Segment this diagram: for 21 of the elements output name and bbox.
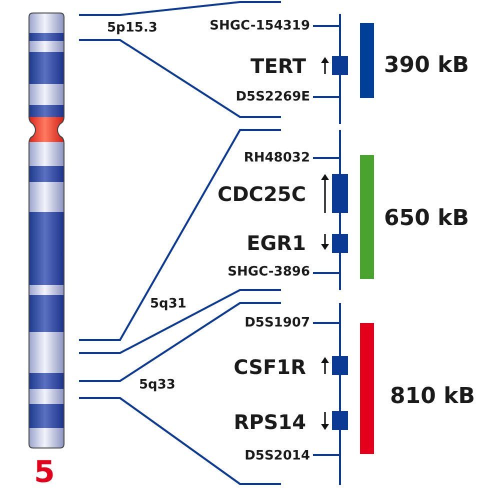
marker-label: D5S1907 [244, 316, 310, 330]
size-label: 390 kB [384, 55, 469, 77]
band-label: 5p15.3 [107, 22, 158, 34]
marker-label: D5S2269E [236, 90, 310, 104]
gene-label: CSF1R [234, 357, 306, 377]
marker-label: SHGC-154319 [210, 20, 310, 32]
marker-label: RH48032 [244, 152, 310, 164]
gene-label: CDC25C [218, 184, 306, 204]
size-bar [360, 155, 374, 279]
marker-label: D5S2014 [244, 450, 310, 462]
chromosome-number: 5 [34, 458, 55, 488]
gene-label: EGR1 [246, 233, 306, 253]
size-label: 810 kB [390, 386, 475, 408]
size-label: 650 kB [384, 208, 469, 230]
size-bar [360, 23, 374, 98]
gene-label: RPS14 [234, 412, 306, 432]
band-label: 5q31 [150, 298, 186, 310]
marker-label: SHGC-3896 [228, 266, 310, 278]
size-bar [360, 323, 374, 454]
gene-label: TERT [250, 56, 306, 76]
band-label: 5q33 [139, 378, 176, 392]
